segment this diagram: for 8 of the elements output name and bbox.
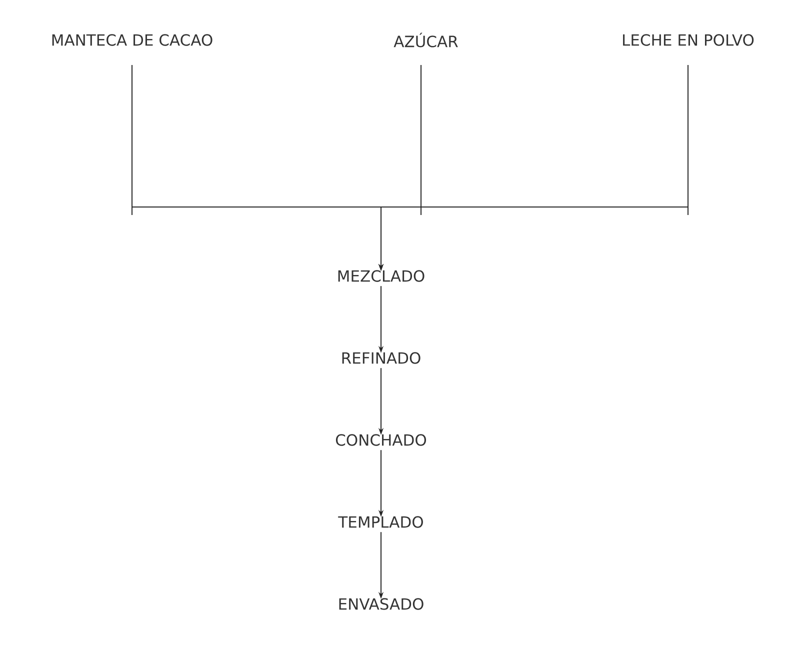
process-step-label: MEZCLADO — [338, 270, 424, 282]
ingredient-label: MANTECA DE CACAO — [52, 34, 212, 46]
process-step-label: ENVASADO — [339, 598, 424, 610]
process-step-label: REFINADO — [342, 352, 420, 364]
ingredient-label: AZÚCAR — [394, 32, 458, 48]
process-step-label: CONCHADO — [336, 434, 426, 446]
ingredient-label: LECHE EN POLVO — [623, 34, 754, 46]
process-step-label: TEMPLADO — [338, 516, 423, 528]
